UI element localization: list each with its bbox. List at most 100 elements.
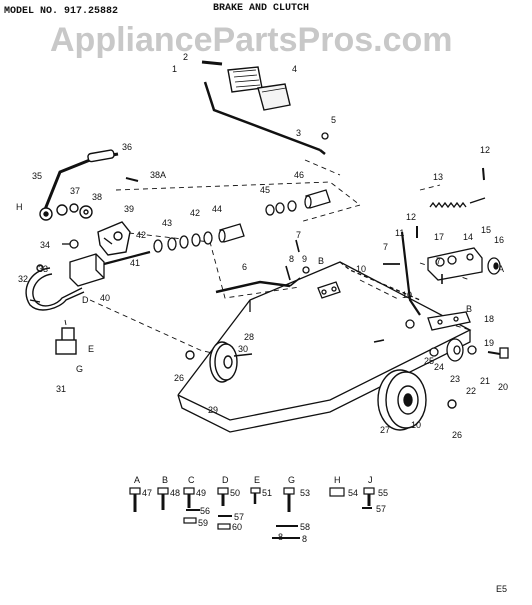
callout: 7 xyxy=(383,242,388,252)
watermark-text: AppliancePartsPros.com xyxy=(50,21,452,59)
callout: 40 xyxy=(100,293,110,303)
callout: D xyxy=(82,295,89,305)
callout: 8 xyxy=(289,254,294,264)
callout: B xyxy=(318,256,324,266)
callout: 7 xyxy=(296,230,301,240)
callout: 23 xyxy=(450,374,460,384)
legend-letter: J xyxy=(368,475,373,485)
legend-part: 50 xyxy=(230,488,240,498)
callout: 37 xyxy=(70,186,80,196)
callout: 28 xyxy=(244,332,254,342)
brake-band xyxy=(25,264,85,355)
legend-letter: G xyxy=(288,475,295,485)
loose-part: 58 xyxy=(300,522,310,532)
legend-part: 48 xyxy=(170,488,180,498)
callout: 25 xyxy=(424,356,434,366)
diagram-title: BRAKE AND CLUTCH xyxy=(213,3,309,14)
callout: 30 xyxy=(238,344,248,354)
legend-letter: A xyxy=(134,475,140,485)
small-pins xyxy=(295,132,443,343)
legend-part: 47 xyxy=(142,488,152,498)
clutch-shaft-parts xyxy=(69,189,331,287)
chassis-frame xyxy=(177,261,472,433)
callout: A xyxy=(498,264,504,274)
callout: 29 xyxy=(208,405,218,415)
callout: 6 xyxy=(242,262,247,272)
legend-part: 54 xyxy=(348,488,358,498)
callout: 35 xyxy=(32,171,42,181)
legend-part: 55 xyxy=(378,488,388,498)
legend-part: 51 xyxy=(262,488,272,498)
callout: 2 xyxy=(183,52,188,62)
callout: E xyxy=(88,344,94,354)
hardware-legend: A B C D E G H J 47 48 49 50 51 53 54 55 xyxy=(129,475,388,544)
legend-letter: B xyxy=(162,475,168,485)
link-rod-6 xyxy=(215,277,301,294)
callout: 22 xyxy=(466,386,476,396)
idler-pulley-29 xyxy=(185,341,253,383)
callout: 11 xyxy=(395,228,404,238)
loose-part: 57 xyxy=(376,504,386,514)
legend-letter: E xyxy=(254,475,260,485)
callout: 15 xyxy=(481,225,491,235)
callout: 27 xyxy=(380,425,390,435)
center-link-parts xyxy=(285,265,341,299)
bracket-39 xyxy=(97,221,131,256)
callout: 32 xyxy=(18,274,28,284)
callout: 20 xyxy=(498,382,508,392)
callout: 42 xyxy=(136,230,146,240)
callout: 33 xyxy=(38,264,48,274)
legend-letter: D xyxy=(222,475,229,485)
callout-labels: 1 2 3 4 5 6 7 7 7 8 8 9 10 10 10 11 12 1… xyxy=(16,52,508,542)
callout: G xyxy=(76,364,83,374)
legend-part: 49 xyxy=(196,488,206,498)
loose-part: 60 xyxy=(232,522,242,532)
callout: B xyxy=(466,304,472,314)
callout: 46 xyxy=(294,170,304,180)
callout: 36 xyxy=(122,142,132,152)
callout: 41 xyxy=(130,258,140,268)
callout: 26 xyxy=(174,373,184,383)
callout: 31 xyxy=(56,384,66,394)
clutch-lever-assembly xyxy=(39,149,139,221)
callout: 13 xyxy=(433,172,443,182)
callout: 10 xyxy=(411,420,421,430)
callout: 17 xyxy=(434,232,444,242)
callout: 10 xyxy=(402,290,412,300)
callout: 5 xyxy=(331,115,336,125)
callout: 1 xyxy=(172,64,177,74)
model-number: MODEL NO. 917.25882 xyxy=(4,6,118,17)
callout: 44 xyxy=(212,204,222,214)
loose-part: 8 xyxy=(302,534,307,544)
callout: 14 xyxy=(463,232,473,242)
callout: 43 xyxy=(162,218,172,228)
callout: 9 xyxy=(302,254,307,264)
callout: 16 xyxy=(494,235,504,245)
callout: 38A xyxy=(150,170,166,180)
drive-pulley-27 xyxy=(377,369,457,431)
loose-part: 56 xyxy=(200,506,210,516)
callout: 7 xyxy=(436,256,441,266)
legend-letter: H xyxy=(334,475,341,485)
callout: 4 xyxy=(292,64,297,74)
callout: 12 xyxy=(406,212,416,222)
brake-pedal-assembly xyxy=(201,60,326,155)
callout: 45 xyxy=(260,185,270,195)
page-code: E5 xyxy=(496,584,507,594)
loose-part: 57 xyxy=(234,512,244,522)
callout: 26 xyxy=(452,430,462,440)
callout: 34 xyxy=(40,240,50,250)
clutch-linkage-right xyxy=(383,167,509,362)
loose-part: 59 xyxy=(198,518,208,528)
callout: 19 xyxy=(484,338,494,348)
callout: 12 xyxy=(480,145,490,155)
callout: 38 xyxy=(92,192,102,202)
callout: 3 xyxy=(296,128,301,138)
legend-letter: C xyxy=(188,475,195,485)
legend-part: 53 xyxy=(300,488,310,498)
callout: 39 xyxy=(124,204,134,214)
bolt-34 xyxy=(62,239,79,249)
callout: 21 xyxy=(480,376,490,386)
